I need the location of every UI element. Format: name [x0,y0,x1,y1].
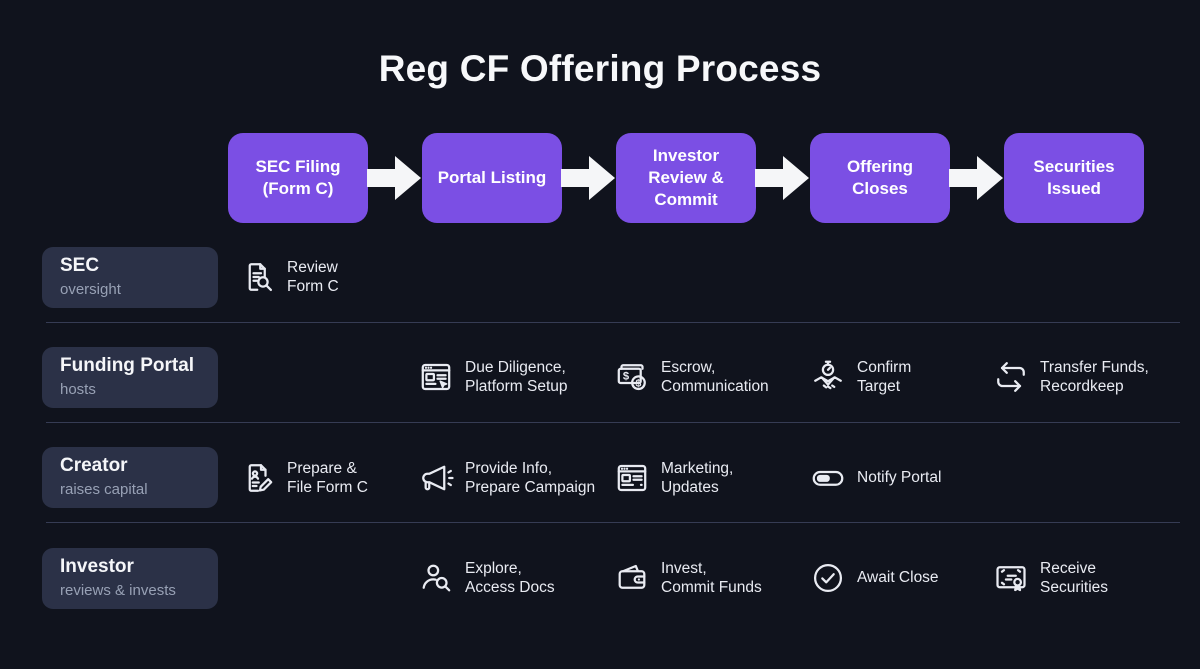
flow-arrow-icon [367,156,421,200]
process-step-label: Offering Closes [846,157,914,198]
process-step-label: Portal Listing [437,168,547,188]
flow-arrow-icon [755,156,809,200]
document-search-icon [240,259,276,295]
cell-text: Escrow, Communication [661,358,769,396]
cell-text: Confirm Target [857,358,912,396]
cell-review-form-c: Review Form C [240,253,339,301]
lane-divider [46,422,1180,423]
cell-text: Prepare & File Form C [287,459,368,497]
process-step-label: SEC Filing (Form C) [255,157,341,198]
cell-text: Review Form C [287,258,339,296]
process-step-offering-closes: Offering Closes [810,133,950,223]
lane-label-investor: Investor reviews & invests [42,548,218,609]
lane-label-funding-portal: Funding Portal hosts [42,347,218,408]
svg-text:$: $ [623,371,630,383]
certificate-icon [993,560,1029,596]
person-search-icon [418,560,454,596]
lane-role: oversight [60,281,121,299]
flow-arrow-icon [949,156,1003,200]
money-coin-icon: $$ [614,359,650,395]
cell-text: Due Diligence, Platform Setup [465,358,568,396]
process-step-label: Securities Issued [1033,157,1115,198]
wallet-icon [614,560,650,596]
lane-role: reviews & invests [60,582,176,600]
lane-name: SEC [60,255,100,277]
cell-confirm-target: Confirm Target [810,353,911,401]
process-step-portal-listing: Portal Listing [422,133,562,223]
page-title: Reg CF Offering Process [378,48,822,89]
lane-name: Investor [60,556,134,578]
cell-due-diligence: Due Diligence, Platform Setup [418,353,568,401]
lane-name: Funding Portal [60,355,195,377]
toggle-icon [810,460,846,496]
document-edit-icon [240,460,276,496]
cell-text: Await Close [857,569,939,587]
flow-arrow-icon [561,156,615,200]
cell-text: Provide Info, Prepare Campaign [465,459,596,497]
cell-marketing-updates: Marketing, Updates [614,454,733,502]
cell-provide-info: Provide Info, Prepare Campaign [418,454,595,502]
cell-transfer-funds: Transfer Funds, Recordkeep [993,353,1149,401]
cell-notify-portal: Notify Portal [810,454,941,502]
browser-lines-icon [614,460,650,496]
check-circle-icon [810,560,846,596]
cell-text: Invest, Commit Funds [661,559,762,597]
lane-divider [46,322,1180,323]
process-step-investor-review: Investor Review & Commit [616,133,756,223]
megaphone-icon [418,460,454,496]
cell-text: Notify Portal [857,469,942,487]
cell-text: Marketing, Updates [661,459,734,497]
lane-role: hosts [60,381,96,399]
cell-invest-commit-funds: Invest, Commit Funds [614,554,762,602]
handshake-timer-icon [810,359,846,395]
lane-divider [46,522,1180,523]
cell-explore-access-docs: Explore, Access Docs [418,554,555,602]
cell-receive-securities: Receive Securities [993,554,1108,602]
cell-escrow: $$ Escrow, Communication [614,353,769,401]
lane-label-creator: Creator raises capital [42,447,218,508]
swap-arrows-icon [993,359,1029,395]
cell-text: Explore, Access Docs [465,559,555,597]
process-step-sec-filing: SEC Filing (Form C) [228,133,368,223]
process-step-securities-issued: Securities Issued [1004,133,1144,223]
cell-text: Transfer Funds, Recordkeep [1040,358,1149,396]
cell-await-close: Await Close [810,554,939,602]
svg-text:$: $ [636,378,642,390]
browser-cursor-icon [418,359,454,395]
lane-name: Creator [60,455,128,477]
cell-text: Receive Securities [1040,559,1109,597]
lane-label-sec: SEC oversight [42,247,218,308]
process-step-label: Investor Review & Commit [648,146,724,209]
lane-role: raises capital [60,481,148,499]
cell-prepare-file-form-c: Prepare & File Form C [240,454,368,502]
